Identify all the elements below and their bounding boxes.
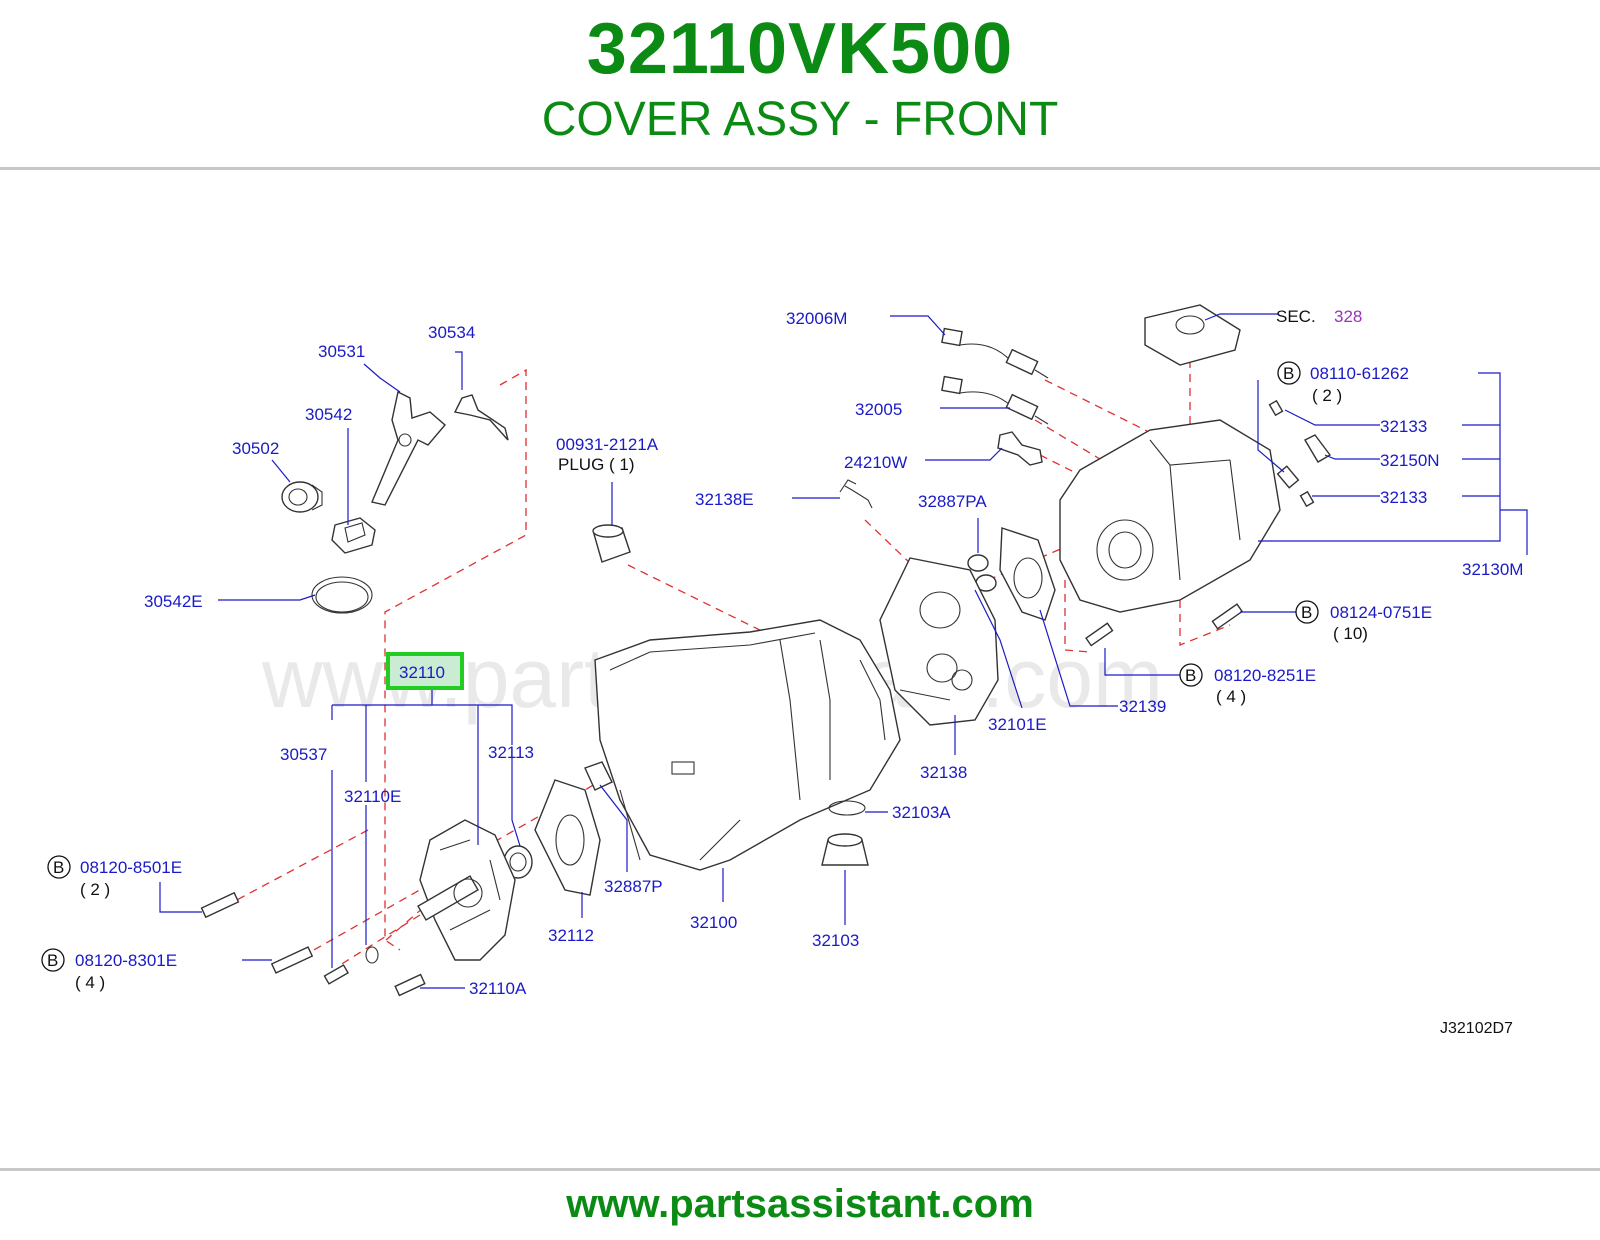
badge-b-08124: B	[1295, 600, 1319, 624]
shift-bracket-30534	[453, 394, 509, 441]
breather-32138E	[839, 479, 873, 509]
label-24210W[interactable]: 24210W	[844, 453, 907, 472]
label-32887PA[interactable]: 32887PA	[918, 492, 987, 511]
boot-30542	[331, 517, 376, 554]
label-sec: SEC.	[1276, 307, 1316, 326]
badge-b-08120-8251: B	[1179, 663, 1203, 687]
label-30542E[interactable]: 30542E	[144, 592, 203, 611]
label-30531[interactable]: 30531	[318, 342, 365, 361]
lever-hole	[398, 433, 412, 447]
label-32103[interactable]: 32103	[812, 931, 859, 950]
label-32113[interactable]: 32113	[488, 743, 534, 762]
badge-letter: B	[1301, 603, 1312, 622]
pin-30537	[323, 964, 349, 985]
label-30534[interactable]: 30534	[428, 323, 475, 342]
bottom-divider	[0, 1168, 1600, 1171]
pin-32133-b	[1299, 490, 1315, 508]
label-08124-0751E[interactable]: 08124-0751E	[1330, 603, 1432, 622]
stopper-32150N	[1304, 434, 1332, 463]
bolt-08120-8301	[270, 946, 314, 974]
label-32110[interactable]: 32110	[399, 663, 445, 682]
label-30537[interactable]: 30537	[280, 745, 327, 764]
oring-32103A	[828, 800, 866, 816]
band-30542E	[311, 576, 373, 614]
part-name-subtitle: COVER ASSY - FRONT	[541, 93, 1059, 146]
label-qty-4a: ( 4 )	[1216, 687, 1246, 706]
bolt-32110A	[394, 973, 426, 997]
label-32130M[interactable]: 32130M	[1462, 560, 1523, 579]
bolt-08124	[1211, 603, 1244, 630]
adapter-plate-32101E	[879, 557, 999, 726]
label-32005[interactable]: 32005	[855, 400, 902, 419]
bush-32887P	[584, 761, 613, 791]
label-qty-10: ( 10)	[1333, 624, 1368, 643]
front-cover-32110	[417, 819, 516, 961]
label-30502[interactable]: 30502	[232, 439, 279, 458]
sensor-32006M	[941, 327, 1049, 379]
label-08120-8301E[interactable]: 08120-8301E	[75, 951, 177, 970]
label-32006M[interactable]: 32006M	[786, 309, 847, 328]
highlighted-part-32110[interactable]: 32110	[386, 652, 464, 690]
badge-b-08110: B	[1277, 361, 1301, 385]
mount-bracket-sec328	[1144, 304, 1241, 366]
badge-letter: B	[1283, 364, 1294, 383]
footer-website-link[interactable]: www.partsassistant.com	[566, 1182, 1034, 1226]
label-32112[interactable]: 32112	[548, 926, 594, 945]
top-divider	[0, 167, 1600, 170]
badge-letter: B	[1185, 666, 1196, 685]
label-32110A[interactable]: 32110A	[469, 979, 527, 998]
parts-diagram: www.partsassistant.com	[41, 304, 1528, 1037]
clip-24210W	[997, 431, 1043, 466]
ring-32110E	[365, 946, 379, 964]
badge-b-08120-8301: B	[41, 948, 65, 972]
label-qty-2a: ( 2 )	[1312, 386, 1342, 405]
pin-32133-a	[1268, 399, 1284, 417]
sensor-32005	[941, 375, 1049, 425]
leader-lines	[159, 313, 1528, 989]
label-30542[interactable]: 30542	[305, 405, 352, 424]
label-08120-8251E[interactable]: 08120-8251E	[1214, 666, 1316, 685]
label-32133-b[interactable]: 32133	[1380, 488, 1427, 507]
transmission-case-32100	[594, 619, 901, 871]
plate-edge	[899, 689, 951, 701]
part-number-title: 32110VK500	[586, 9, 1014, 89]
release-bearing-30502	[281, 481, 323, 513]
gasket-32139	[999, 527, 1056, 621]
label-qty-2b: ( 2 )	[80, 880, 110, 899]
plug-32103	[821, 833, 869, 866]
label-plug-qty: PLUG ( 1)	[558, 455, 635, 474]
label-32138E[interactable]: 32138E	[695, 490, 754, 509]
label-08110-61262[interactable]: 08110-61262	[1310, 364, 1409, 383]
label-32150N[interactable]: 32150N	[1380, 451, 1440, 470]
label-32139[interactable]: 32139	[1119, 697, 1166, 716]
label-sec-328[interactable]: 328	[1334, 307, 1362, 326]
label-08120-8501E[interactable]: 08120-8501E	[80, 858, 182, 877]
label-00931-2121A[interactable]: 00931-2121A	[556, 435, 659, 454]
badge-b-08120-8501: B	[47, 855, 71, 879]
badge-letter: B	[47, 951, 58, 970]
bolt-08120-8501	[200, 891, 240, 919]
withdrawal-lever-30531	[371, 390, 446, 506]
badge-letter: B	[53, 858, 64, 877]
label-32101E[interactable]: 32101E	[988, 715, 1047, 734]
gasket-32112	[534, 779, 601, 896]
diagram-code: J32102D7	[1440, 1020, 1513, 1037]
plug-00931	[592, 524, 631, 563]
label-32110E[interactable]: 32110E	[344, 787, 401, 806]
label-32100[interactable]: 32100	[690, 913, 737, 932]
rear-extension-32130M	[1059, 419, 1281, 613]
page-header: 32110VK500 COVER ASSY - FRONT	[0, 0, 1600, 170]
label-32887P[interactable]: 32887P	[604, 877, 663, 896]
label-qty-4b: ( 4 )	[75, 973, 105, 992]
label-32138[interactable]: 32138	[920, 763, 967, 782]
label-32133-a[interactable]: 32133	[1380, 417, 1427, 436]
label-32103A[interactable]: 32103A	[892, 803, 951, 822]
bolt-08120-8251	[1085, 622, 1114, 647]
